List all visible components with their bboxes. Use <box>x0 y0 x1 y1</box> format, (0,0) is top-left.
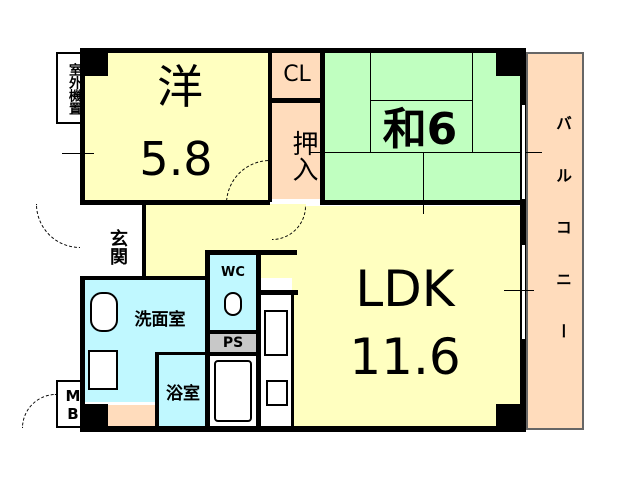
wall-toilet-left <box>205 250 210 430</box>
balcony-label: バルコニー <box>553 115 572 375</box>
ldk-size: 11.6 <box>349 328 461 386</box>
bathroom <box>158 356 208 428</box>
storage-strip <box>108 405 156 429</box>
wall-kitchen-right <box>291 290 294 430</box>
oshiire-label: 押入 <box>288 130 318 182</box>
ps-label: PS <box>222 335 244 351</box>
tatami-line <box>423 152 424 214</box>
window-ldk <box>521 244 526 340</box>
wall-ps-bottom <box>205 352 261 356</box>
stove <box>266 380 288 406</box>
closet-label: CL <box>283 62 311 87</box>
bathtub <box>214 360 252 422</box>
wall-left-upper <box>80 48 85 204</box>
wall-left-lower <box>80 276 85 432</box>
toilet-fixture <box>224 292 242 316</box>
wall-kitchen-top <box>256 290 298 295</box>
toilet-label: WC <box>221 265 245 280</box>
window-tick <box>62 153 94 154</box>
meter-box-label: MB <box>64 387 82 423</box>
wall-toilet-top <box>205 250 297 255</box>
wall-toilet-right <box>256 250 261 430</box>
pillar <box>84 52 108 76</box>
entrance-label: 玄関 <box>107 229 128 265</box>
wall-entrance-right <box>142 204 146 276</box>
tatami-line <box>310 152 542 153</box>
western-room-kanji: 洋 <box>157 60 203 114</box>
door-swing-entrance <box>36 204 80 248</box>
balcony <box>526 52 584 430</box>
window-tick <box>504 290 534 291</box>
window-japanese <box>521 104 526 200</box>
tatami-line <box>370 100 472 101</box>
wall-japanese-bottom <box>320 200 524 205</box>
wall-closet-mid <box>270 98 322 103</box>
japanese-room-label: 和6 <box>382 104 458 155</box>
closet <box>272 52 322 98</box>
western-room-size: 5.8 <box>139 132 213 186</box>
pillar <box>496 404 522 428</box>
wall-ps-top <box>205 330 261 334</box>
washbasin <box>90 292 118 332</box>
wall-washroom-top <box>84 276 208 280</box>
door-swing-mb <box>22 394 56 428</box>
wall-bottom <box>80 426 526 432</box>
washing-machine <box>88 350 118 390</box>
bathroom-label: 浴室 <box>166 384 200 404</box>
entrance <box>84 206 144 276</box>
wall-closet-right <box>320 48 325 204</box>
pipe-space <box>210 334 256 352</box>
tatami-line <box>472 52 473 152</box>
tatami-line <box>370 52 371 152</box>
japanese-room <box>324 52 520 202</box>
wall-bath-left <box>155 352 159 430</box>
outdoor-unit-space <box>56 52 82 124</box>
pillar <box>496 52 522 76</box>
wall-right <box>520 48 526 432</box>
washroom-label: 洗面室 <box>134 310 186 330</box>
outdoor-unit-label: 室外機置 <box>66 63 81 115</box>
ldk <box>292 206 522 428</box>
sink <box>264 310 288 356</box>
wall-closet-left <box>268 48 272 202</box>
pillar <box>84 404 108 428</box>
wall-western-bottom <box>80 200 270 205</box>
oshiire <box>272 103 322 199</box>
wall-bath-top <box>155 352 207 355</box>
wall-top <box>80 48 526 53</box>
ldk-label: LDK <box>355 260 455 318</box>
